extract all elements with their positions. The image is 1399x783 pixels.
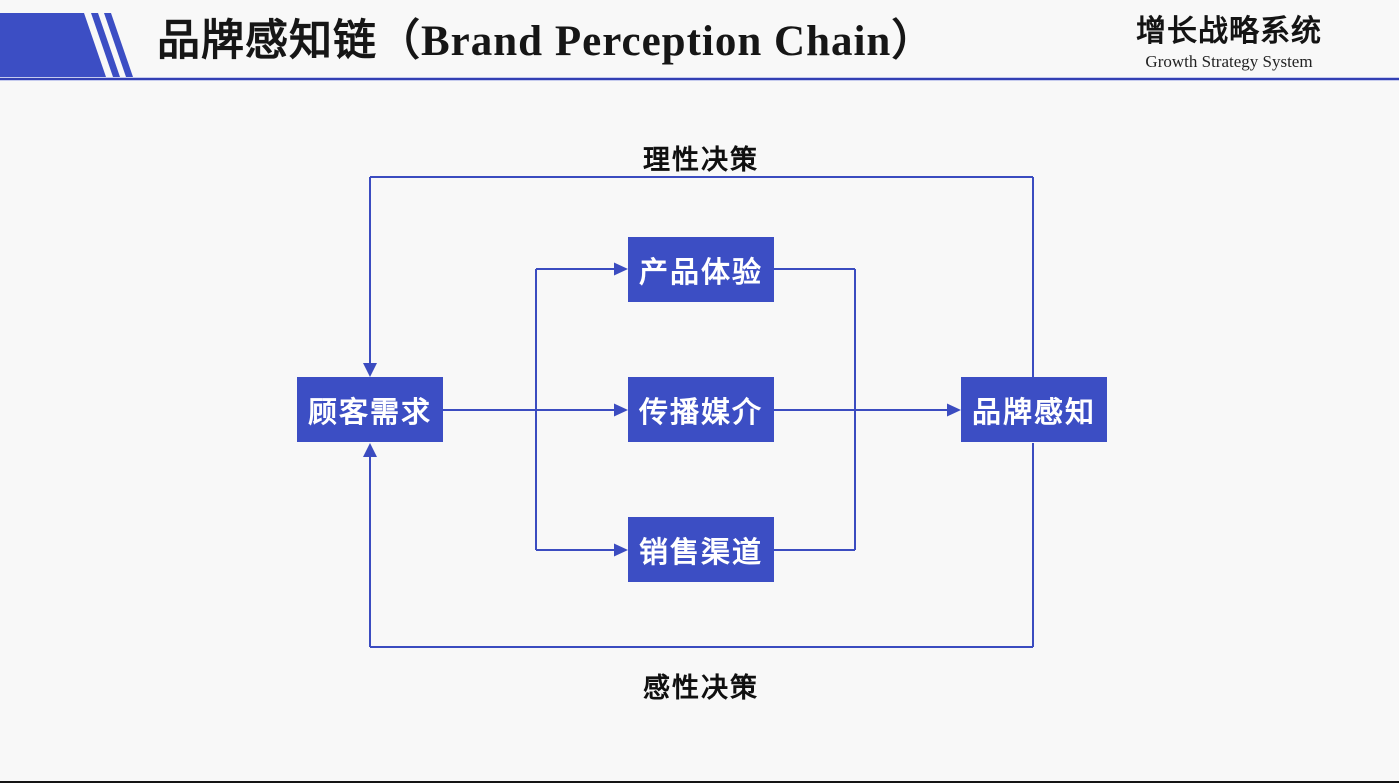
arrowhead-into-media [614,403,628,417]
node-brand-perception: 品牌感知 [961,377,1107,442]
arrowhead-into-brand [947,403,961,417]
brand-name-en: Growth Strategy System [1145,51,1313,71]
node-communication-media: 传播媒介 [628,377,774,442]
arrowhead-up-into-customer [363,443,377,457]
node-sales-channel: 销售渠道 [628,517,774,582]
header-accent-slashes [0,13,133,77]
header-divider-line [0,77,1399,81]
arrowhead-into-product [614,262,628,276]
page-title: 品牌感知链（Brand Perception Chain） [157,18,936,65]
footer-divider-line [0,781,1399,783]
rational-decision-label: 理性决策 [643,145,759,175]
arrowhead-into-sales [614,543,628,557]
node-customer-need: 顾客需求 [297,377,443,442]
brand-block: 增长战略系统 Growth Strategy System [1136,12,1322,71]
emotional-decision-label: 感性决策 [643,673,759,703]
arrowhead-down-into-customer [363,363,377,377]
node-product-experience: 产品体验 [628,237,774,302]
brand-name-cn: 增长战略系统 [1136,15,1322,48]
